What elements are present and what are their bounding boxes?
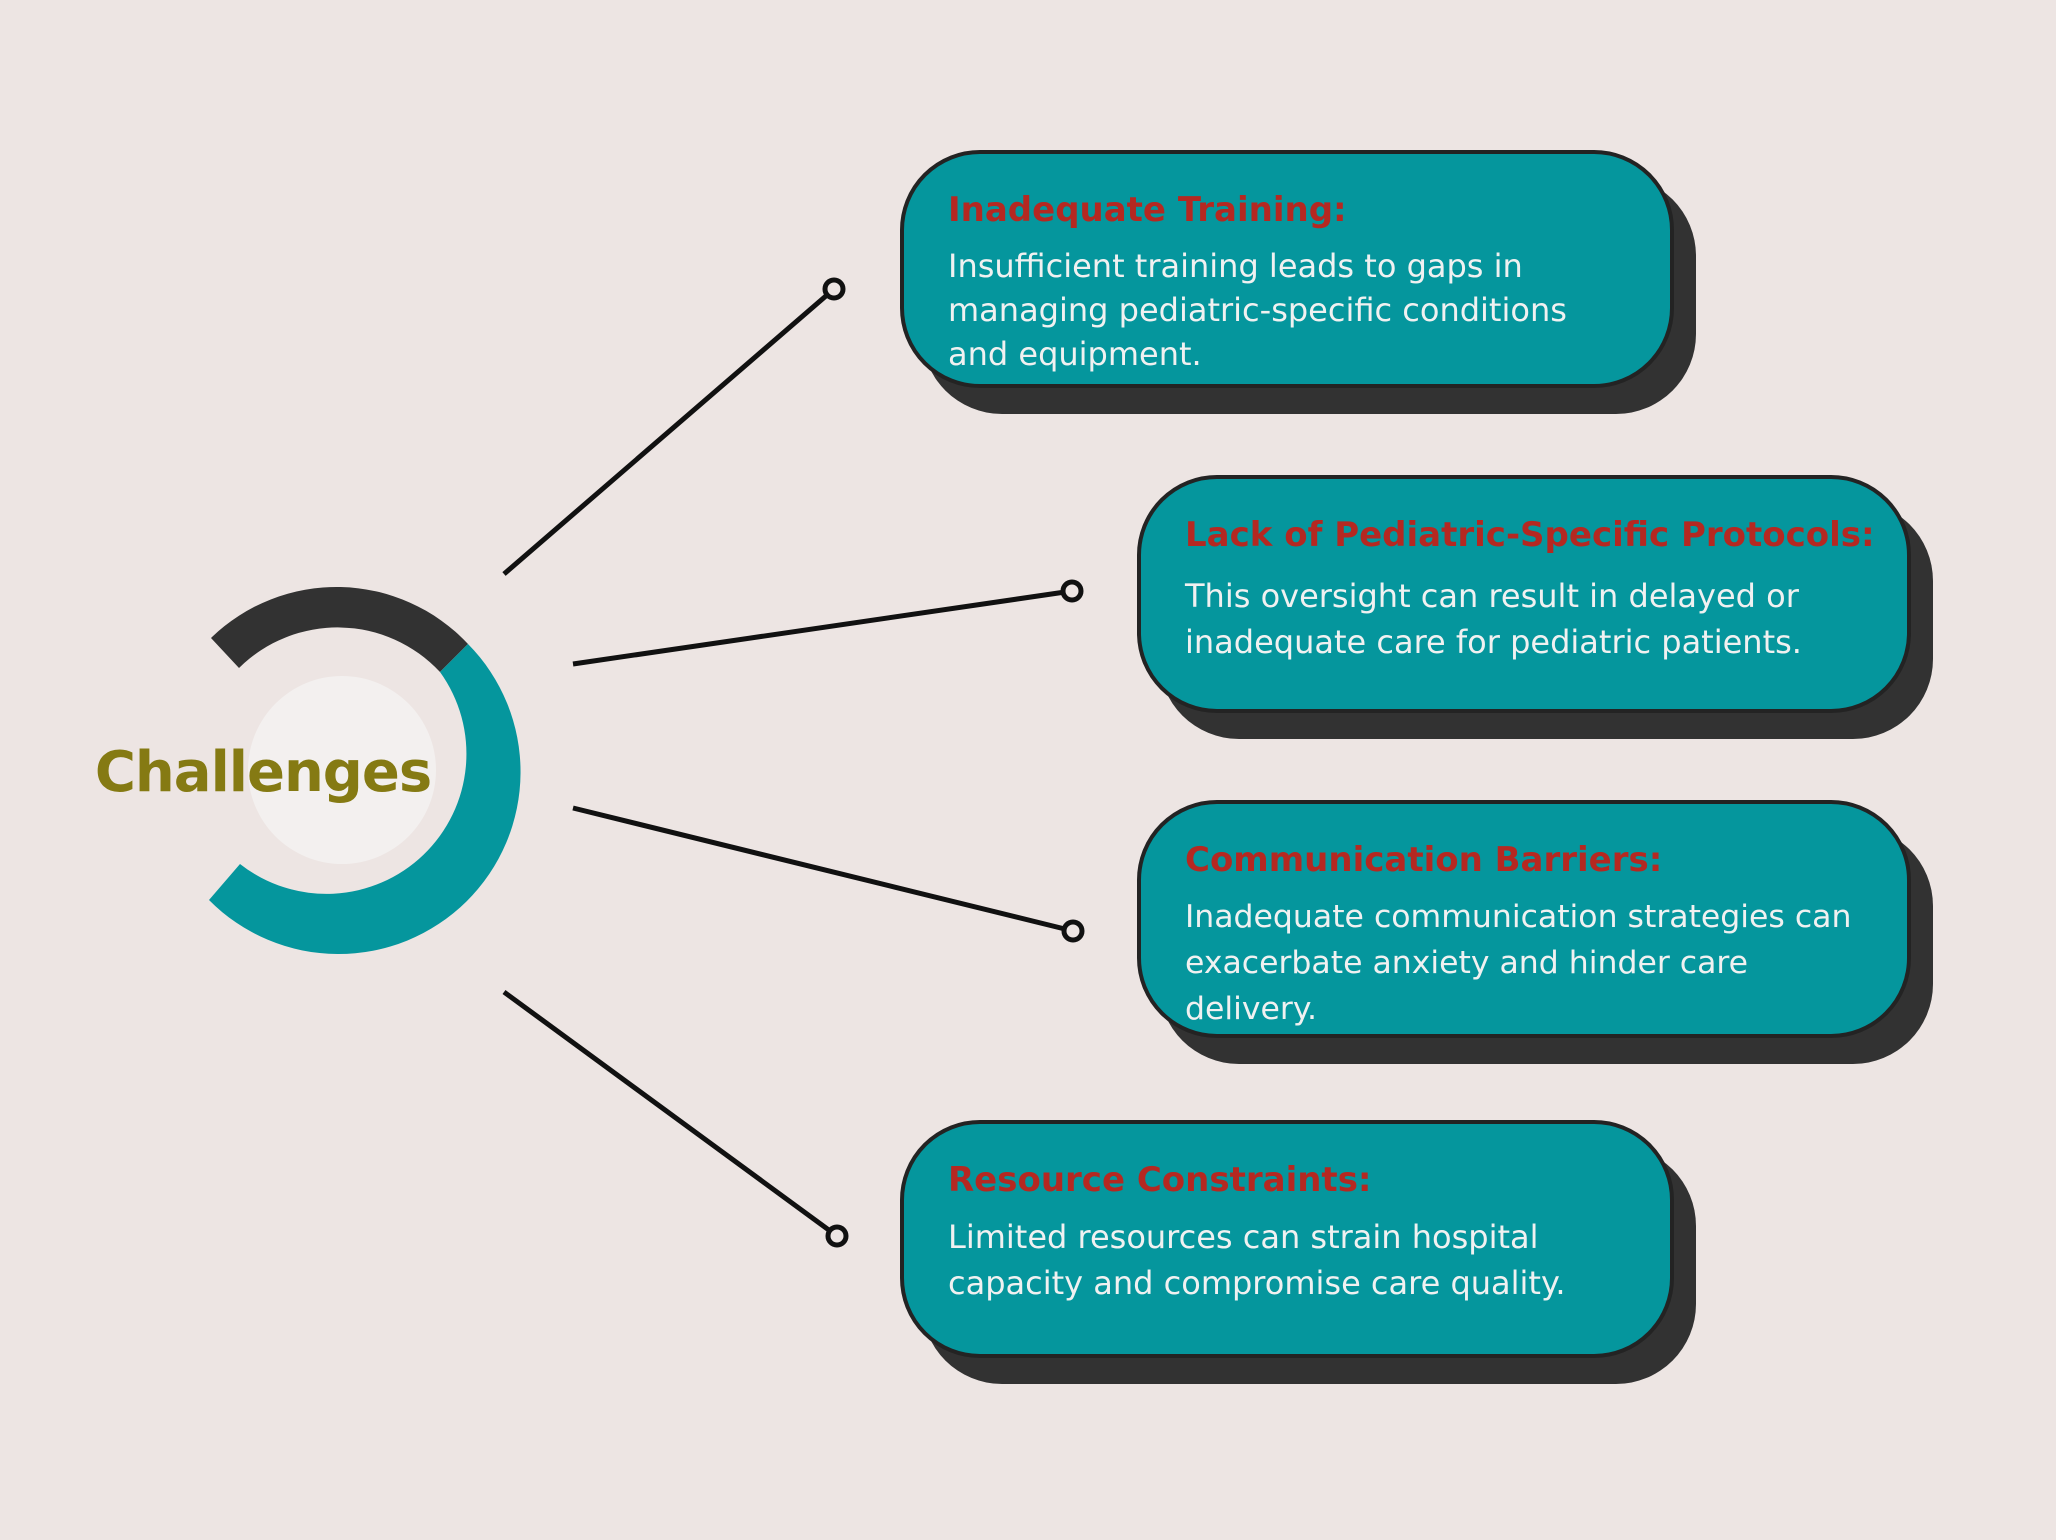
connector-1 (502, 287, 836, 576)
hub-ring-dark-segment (211, 586, 468, 672)
connector-2 (572, 588, 1073, 667)
connector-3 (572, 805, 1074, 934)
card-face: Resource Constraints: Limited resources … (900, 1120, 1674, 1358)
connector-1-endpoint (822, 277, 846, 301)
connector-2-endpoint (1060, 579, 1084, 603)
card-face: Communication Barriers: Inadequate commu… (1137, 800, 1911, 1038)
card-text: Inadequate communication strategies can … (1185, 899, 1852, 1027)
hub-ring-teal-segment (209, 644, 521, 955)
card-text: Limited resources can strain hospital ca… (948, 1218, 1566, 1302)
challenge-card-resources: Resource Constraints: Limited resources … (900, 1120, 1696, 1384)
connector-3-endpoint (1061, 919, 1085, 943)
challenge-card-protocols: Lack of Pediatric-Specific Protocols: Th… (1137, 475, 1933, 739)
card-text: Insufficient training leads to gaps in m… (948, 247, 1567, 373)
card-face: Lack of Pediatric-Specific Protocols: Th… (1137, 475, 1911, 713)
challenge-card-communication: Communication Barriers: Inadequate commu… (1137, 800, 1933, 1064)
connector-4 (502, 989, 839, 1239)
card-title: Communication Barriers: (1185, 840, 1663, 880)
card-face: Inadequate Training: Insufficient traini… (900, 150, 1674, 388)
card-text: This oversight can result in delayed or … (1185, 577, 1802, 661)
hub-title: Challenges (94, 739, 432, 805)
connector-4-endpoint (825, 1224, 849, 1248)
card-title: Inadequate Training: (948, 190, 1347, 230)
challenge-card-inadequate-training: Inadequate Training: Insufficient traini… (900, 150, 1696, 414)
hub-center-disc (248, 676, 436, 864)
card-title: Lack of Pediatric-Specific Protocols: (1185, 515, 1875, 555)
card-title: Resource Constraints: (948, 1160, 1372, 1200)
